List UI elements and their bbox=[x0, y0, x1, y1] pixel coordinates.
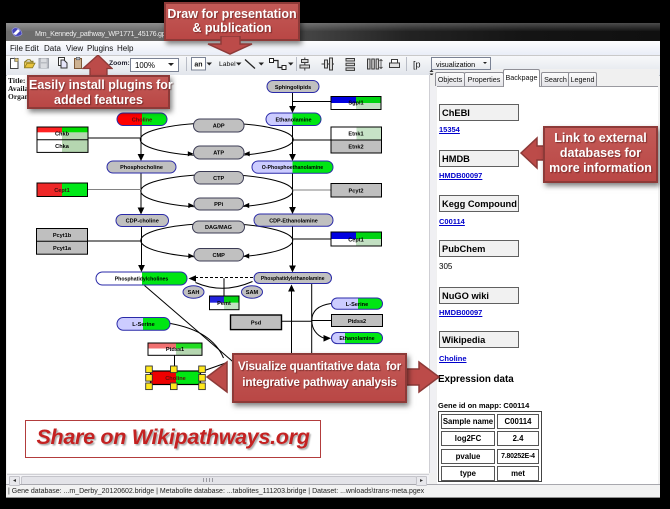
svg-text:Choline: Choline bbox=[165, 376, 186, 382]
svg-text:Pcyt1b: Pcyt1b bbox=[53, 233, 72, 239]
svg-text:Sgpl1: Sgpl1 bbox=[348, 101, 363, 107]
svg-text:Label: Label bbox=[219, 61, 236, 68]
svg-text:Phosphatidylethanolamine: Phosphatidylethanolamine bbox=[261, 276, 325, 282]
svg-text:Cept1: Cept1 bbox=[54, 188, 70, 194]
svg-text:Pemt: Pemt bbox=[217, 301, 231, 307]
svg-text:ADP: ADP bbox=[213, 124, 225, 130]
svg-text:Phosphatidylcholines: Phosphatidylcholines bbox=[115, 277, 169, 283]
svg-text:Etnk2: Etnk2 bbox=[348, 144, 363, 150]
svg-text:Pcyt1a: Pcyt1a bbox=[53, 246, 72, 252]
svg-text:SAH: SAH bbox=[188, 290, 200, 296]
svg-text:Etnk1: Etnk1 bbox=[348, 131, 363, 137]
svg-text:Pcyt2: Pcyt2 bbox=[349, 189, 364, 195]
svg-text:CTP: CTP bbox=[213, 176, 224, 182]
svg-text:DAG/MAG: DAG/MAG bbox=[205, 225, 232, 231]
svg-text:Phosphocholine: Phosphocholine bbox=[120, 165, 163, 171]
svg-text:Ptdss1: Ptdss1 bbox=[166, 347, 184, 353]
svg-text:Ptdss2: Ptdss2 bbox=[348, 319, 366, 325]
svg-text:O-Phosphoethanolamine: O-Phosphoethanolamine bbox=[262, 165, 324, 171]
svg-text:[p: [p bbox=[413, 60, 421, 70]
svg-text:Title:: Title: bbox=[8, 76, 25, 85]
svg-text:ATP: ATP bbox=[213, 151, 224, 157]
svg-text:Organis: Organis bbox=[8, 92, 34, 101]
svg-text:Ethanolamine: Ethanolamine bbox=[275, 117, 311, 123]
svg-text:L-Serine: L-Serine bbox=[346, 302, 368, 308]
svg-text:Psd: Psd bbox=[251, 321, 262, 327]
svg-text:CDP-choline: CDP-choline bbox=[126, 219, 159, 225]
svg-text:L-Serine: L-Serine bbox=[132, 322, 154, 328]
svg-text:Cept1: Cept1 bbox=[348, 238, 364, 244]
svg-text:SAM: SAM bbox=[246, 290, 259, 296]
svg-text:PPi: PPi bbox=[214, 202, 223, 208]
svg-text:Chka: Chka bbox=[55, 144, 70, 150]
svg-text:Chkb: Chkb bbox=[55, 132, 70, 138]
svg-text:CMP: CMP bbox=[212, 253, 225, 259]
svg-text:an: an bbox=[194, 62, 202, 69]
svg-text:Availab: Availab bbox=[8, 84, 32, 93]
svg-text:CDP-Ethanolamine: CDP-Ethanolamine bbox=[269, 218, 318, 224]
svg-text:Choline: Choline bbox=[132, 117, 153, 123]
svg-text:Sphingolipids: Sphingolipids bbox=[275, 85, 311, 91]
svg-text:Ethanolamine: Ethanolamine bbox=[339, 336, 374, 342]
